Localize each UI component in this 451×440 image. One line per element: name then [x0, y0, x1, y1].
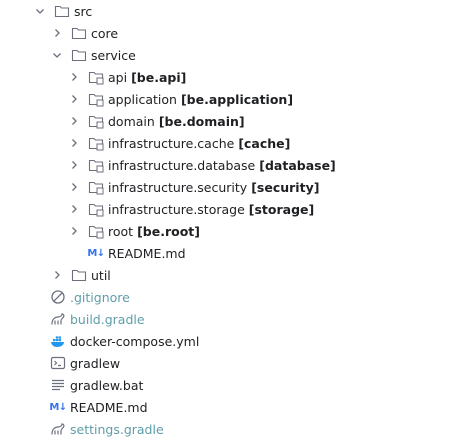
chevron-right-icon[interactable]: [68, 71, 80, 83]
module-name: infrastructure.database: [108, 157, 256, 173]
module-tag: [database]: [259, 157, 336, 173]
module-tag: [security]: [251, 179, 320, 195]
module-name: application: [108, 91, 177, 107]
tree-node-module[interactable]: infrastructure.cache[cache]: [0, 132, 451, 154]
file-name: README.md: [70, 399, 148, 415]
tree-node-gitignore[interactable]: .gitignore: [0, 286, 451, 308]
chevron-right-icon[interactable]: [68, 225, 80, 237]
module-folder-icon: [88, 157, 104, 173]
tree-node-docker-compose[interactable]: docker-compose.yml: [0, 330, 451, 352]
tree-node-service-readme[interactable]: M↓ README.md: [0, 242, 451, 264]
terminal-icon: [50, 355, 66, 371]
chevron-right-icon[interactable]: [68, 93, 80, 105]
module-tag: [be.domain]: [158, 113, 245, 129]
module-tag: [be.api]: [131, 69, 187, 85]
module-folder-icon: [88, 179, 104, 195]
module-name: api: [108, 69, 128, 85]
file-name: .gitignore: [70, 289, 130, 305]
chevron-down-icon[interactable]: [51, 49, 63, 61]
module-name: infrastructure.cache: [108, 135, 235, 151]
text-file-icon: [50, 377, 66, 393]
chevron-right-icon[interactable]: [51, 269, 63, 281]
tree-node-build-gradle[interactable]: build.gradle: [0, 308, 451, 330]
file-name: gradlew: [70, 355, 121, 371]
folder-icon: [54, 3, 70, 19]
tree-node-module[interactable]: infrastructure.storage[storage]: [0, 198, 451, 220]
tree-node-label: service: [91, 47, 136, 63]
tree-node-label: src: [74, 3, 93, 19]
tree-node-util[interactable]: util: [0, 264, 451, 286]
folder-icon: [71, 47, 87, 63]
folder-icon: [71, 25, 87, 41]
chevron-down-icon[interactable]: [34, 5, 46, 17]
module-tag: [storage]: [248, 201, 315, 217]
tree-node-module[interactable]: root[be.root]: [0, 220, 451, 242]
file-name: docker-compose.yml: [70, 333, 200, 349]
markdown-icon: M↓: [87, 247, 105, 259]
module-name: domain: [108, 113, 155, 129]
chevron-right-icon[interactable]: [68, 159, 80, 171]
module-tag: [be.application]: [180, 91, 294, 107]
file-name: build.gradle: [70, 311, 145, 327]
module-name: infrastructure.security: [108, 179, 248, 195]
tree-node-root-readme[interactable]: M↓ README.md: [0, 396, 451, 418]
folder-icon: [71, 267, 87, 283]
file-name: README.md: [108, 245, 186, 261]
tree-node-label: core: [91, 25, 119, 41]
module-tag: [cache]: [238, 135, 291, 151]
tree-node-module[interactable]: domain[be.domain]: [0, 110, 451, 132]
docker-icon: [50, 333, 66, 349]
module-folder-icon: [88, 201, 104, 217]
tree-node-module[interactable]: api[be.api]: [0, 66, 451, 88]
tree-node-src[interactable]: src: [0, 0, 451, 22]
tree-node-label: util: [91, 267, 111, 283]
module-name: root: [108, 223, 134, 239]
module-name: infrastructure.storage: [108, 201, 245, 217]
gradle-icon: [50, 311, 66, 327]
tree-node-module[interactable]: application[be.application]: [0, 88, 451, 110]
chevron-right-icon[interactable]: [68, 181, 80, 193]
tree-node-core[interactable]: core: [0, 22, 451, 44]
tree-node-service[interactable]: service: [0, 44, 451, 66]
tree-node-gradlew[interactable]: gradlew: [0, 352, 451, 374]
module-tag: [be.root]: [137, 223, 200, 239]
file-name: gradlew.bat: [70, 377, 144, 393]
file-name: settings.gradle: [70, 421, 164, 437]
chevron-right-icon[interactable]: [51, 27, 63, 39]
gradle-icon: [50, 421, 66, 437]
tree-node-module[interactable]: infrastructure.security[security]: [0, 176, 451, 198]
module-folder-icon: [88, 91, 104, 107]
chevron-right-icon[interactable]: [68, 115, 80, 127]
module-folder-icon: [88, 223, 104, 239]
ignore-file-icon: [50, 289, 66, 305]
tree-node-gradlew-bat[interactable]: gradlew.bat: [0, 374, 451, 396]
module-folder-icon: [88, 113, 104, 129]
module-folder-icon: [88, 69, 104, 85]
tree-node-settings-gradle[interactable]: settings.gradle: [0, 418, 451, 440]
chevron-right-icon[interactable]: [68, 137, 80, 149]
module-folder-icon: [88, 135, 104, 151]
chevron-right-icon[interactable]: [68, 203, 80, 215]
markdown-icon: M↓: [49, 401, 67, 413]
tree-node-module[interactable]: infrastructure.database[database]: [0, 154, 451, 176]
